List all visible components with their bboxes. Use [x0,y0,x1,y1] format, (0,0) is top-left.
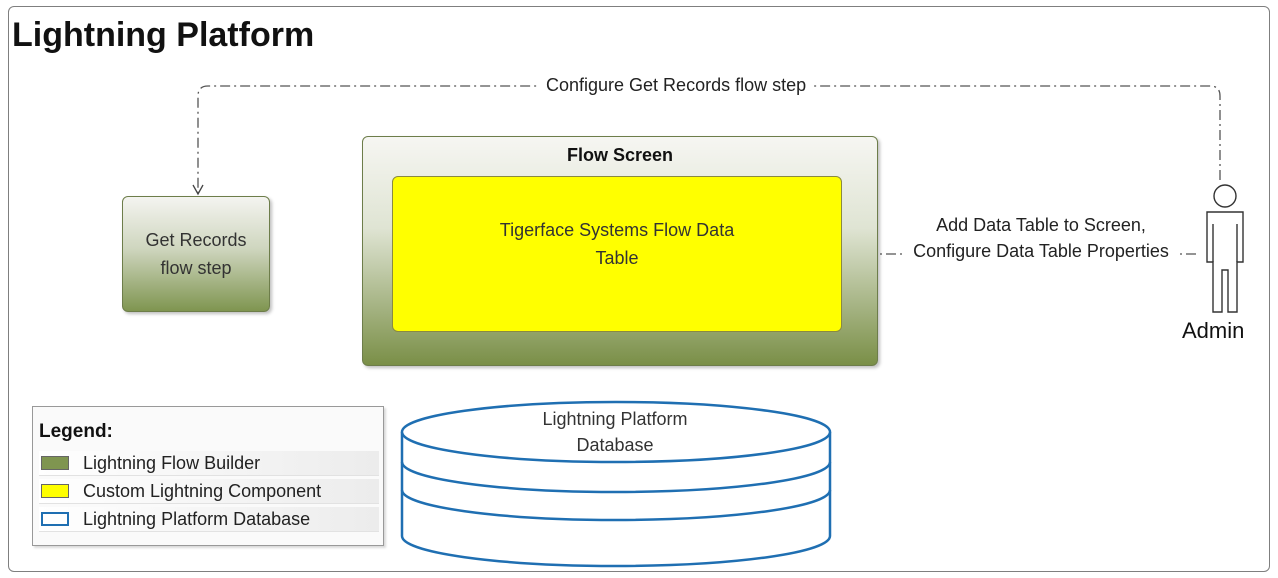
legend-label: Lightning Platform Database [83,508,311,529]
legend-box: Legend: Lightning Flow Builder Custom Li… [32,406,384,546]
platform-boundary [8,6,1270,572]
add-data-table-label: Add Data Table to Screen, Configure Data… [906,212,1176,264]
flow-screen-label: Flow Screen [566,145,674,165]
legend-swatch-platform-database [41,512,69,526]
flow-data-table-node[interactable]: Tigerface Systems Flow Data Table [392,176,842,332]
legend-swatch-flow-builder [41,456,69,470]
legend-title: Legend: [39,421,113,442]
flow-data-table-label: Tigerface Systems Flow Data Table [499,220,735,268]
get-records-node[interactable]: Get Records flow step [122,196,270,312]
admin-actor-icon [1206,184,1244,313]
configure-get-records-label: Configure Get Records flow step [540,75,813,96]
admin-label: Admin [1182,318,1245,343]
legend-item-custom-component: Custom Lightning Component [39,479,379,504]
legend-label: Lightning Flow Builder [83,452,261,473]
database-label: Lightning Platform Database [542,409,688,455]
legend-label: Custom Lightning Component [83,480,322,501]
diagram-title: Lightning Platform [12,16,315,54]
get-records-label: Get Records flow step [145,230,247,278]
database-cylinder-icon [400,400,832,568]
legend-swatch-custom-component [41,484,69,498]
legend-item-flow-builder: Lightning Flow Builder [39,451,379,476]
legend-item-platform-database: Lightning Platform Database [39,507,379,532]
